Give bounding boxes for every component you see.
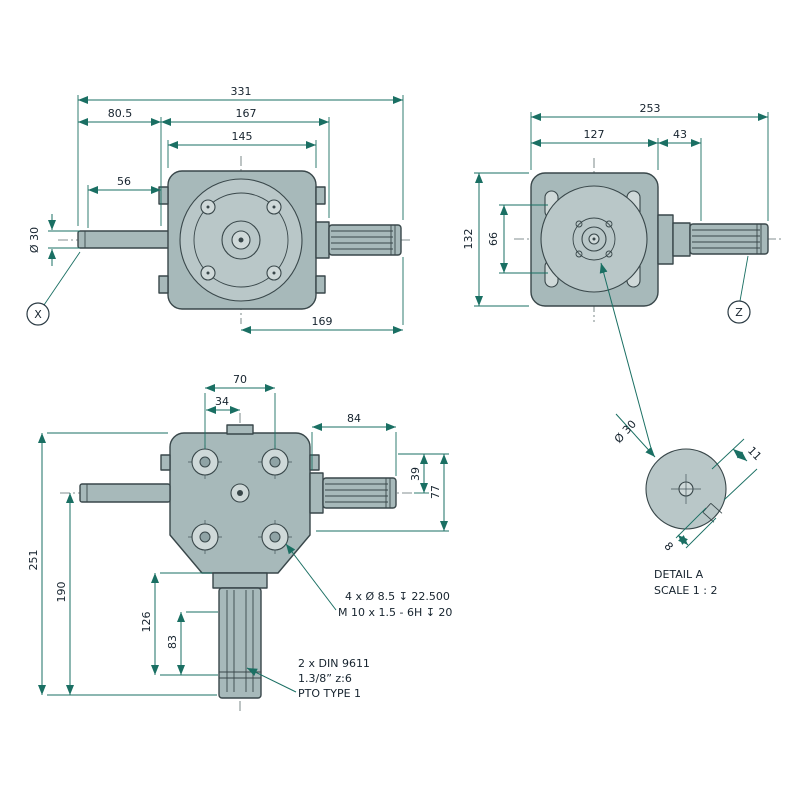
note-holes-2: M 10 x 1.5 - 6H ↧ 20 [338,606,452,619]
dim-190: 190 [55,582,68,603]
dim-8: 8 [661,540,675,554]
holes-note-leader [285,543,337,611]
bolt-hole [258,445,292,479]
dim-43: 43 [673,128,687,141]
bolt-hole [188,445,222,479]
view-label-z: Z [735,306,743,319]
input-shaft [77,230,171,249]
dim-132: 132 [462,229,475,250]
view-top: 70 34 84 39 77 251 190 126 83 4 x Ø 8.5 … [27,373,452,712]
view-z: 253 127 43 66 132 Z [462,102,782,453]
bolt-hole [258,520,292,554]
dim-253: 253 [640,102,661,115]
dim-127: 127 [584,128,605,141]
pto-shaft-z [689,223,769,255]
output-shaft-shoulder [315,221,330,259]
pto-shaft-right-top [322,477,397,509]
view-label-x-circle [26,302,50,326]
keyway [702,502,723,523]
dim-dia30-shaft: Ø 30 [28,227,41,253]
bolt-hole [188,520,222,554]
dim-70: 70 [233,373,247,386]
dim-66: 66 [487,232,500,246]
note-holes-1: 4 x Ø 8.5 ↧ 22.500 [345,590,450,603]
note-pto-2: 1.3/8” z:6 [298,672,352,685]
detail-a-scale: SCALE 1 : 2 [654,584,717,597]
note-pto-3: PTO TYPE 1 [298,687,361,700]
dim-84: 84 [347,412,361,425]
dim-77: 77 [429,485,442,499]
dim-39: 39 [409,467,422,481]
gearbox-body-top [169,432,311,574]
dim-145: 145 [232,130,253,143]
detail-a: Ø 30 11 8 DETAIL A SCALE 1 : 2 [612,413,764,597]
pto-shaft-down [218,587,262,699]
detail-leader-line [599,262,653,453]
dim-11: 11 [745,444,764,463]
dim-dia30-detail: Ø 30 [612,418,639,446]
dim-83: 83 [166,635,179,649]
detail-a-title: DETAIL A [654,568,704,581]
dim-251: 251 [27,550,40,571]
pto-shaft-right [328,224,402,256]
dim-56: 56 [117,175,131,188]
pto-note-leader [246,667,297,693]
dim-34: 34 [215,395,229,408]
view-x: 331 80.5 167 145 56 Ø 30 169 X [26,85,412,334]
dim-80-5: 80.5 [108,107,133,120]
dim-167: 167 [236,107,257,120]
view-label-z-circle [727,300,751,324]
dim-331: 331 [231,85,252,98]
note-pto-1: 2 x DIN 9611 [298,657,370,670]
dim-169: 169 [312,315,333,328]
dim-126: 126 [140,612,153,633]
view-label-x: X [34,308,42,321]
input-shaft-top [79,483,171,503]
